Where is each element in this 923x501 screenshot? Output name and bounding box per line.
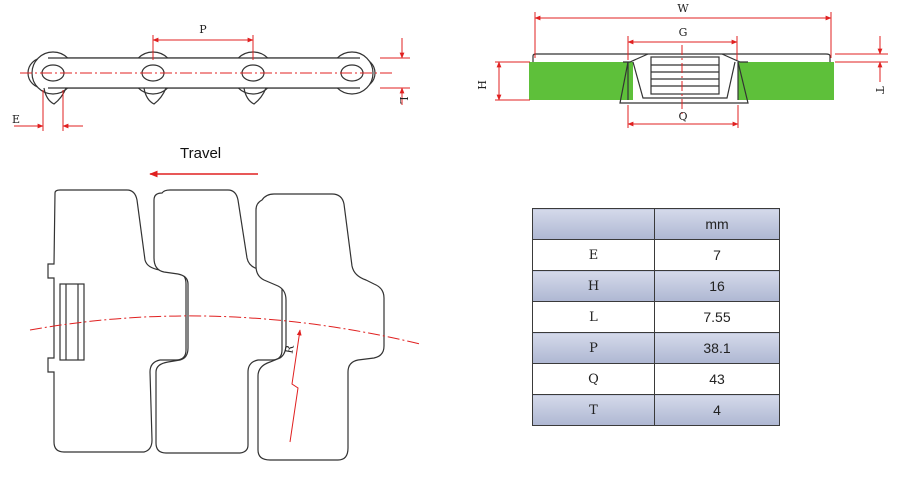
label-l: L bbox=[397, 96, 410, 104]
label-h: H bbox=[476, 80, 489, 90]
value-cell: 7.55 bbox=[654, 301, 780, 333]
cross-section bbox=[529, 53, 834, 104]
table-row: E 7 bbox=[532, 239, 780, 271]
table-row: H 16 bbox=[532, 270, 780, 302]
side-view-dimensions bbox=[14, 35, 410, 131]
label-p: P bbox=[199, 23, 207, 36]
table-row: P 38.1 bbox=[532, 332, 780, 364]
param-cell: E bbox=[532, 239, 655, 271]
label-q: Q bbox=[678, 110, 687, 123]
table-header-row: mm bbox=[532, 208, 780, 240]
travel-label: Travel bbox=[180, 145, 221, 162]
param-cell: Q bbox=[532, 363, 655, 395]
value-cell: 7 bbox=[654, 239, 780, 271]
value-cell: 4 bbox=[654, 394, 780, 426]
spec-table: mm E 7 H 16 L 7.55 P 38.1 Q 43 T 4 bbox=[532, 208, 780, 426]
value-cell: 43 bbox=[654, 363, 780, 395]
label-w: W bbox=[677, 2, 689, 15]
label-g: G bbox=[679, 26, 688, 39]
right-plate-green bbox=[738, 62, 834, 100]
value-cell: 16 bbox=[654, 270, 780, 302]
cross-section-dimensions bbox=[495, 12, 888, 128]
table-row: Q 43 bbox=[532, 363, 780, 395]
table-row: T 4 bbox=[532, 394, 780, 426]
table-row: L 7.55 bbox=[532, 301, 780, 333]
label-t: T bbox=[873, 86, 886, 94]
param-cell: T bbox=[532, 394, 655, 426]
top-view-plates bbox=[47, 189, 385, 461]
param-cell: P bbox=[532, 332, 655, 364]
table-header-unit: mm bbox=[654, 208, 780, 240]
param-cell: H bbox=[532, 270, 655, 302]
param-cell: L bbox=[532, 301, 655, 333]
top-view-dimensions bbox=[29, 315, 421, 443]
table-header-param bbox=[532, 208, 655, 240]
side-view bbox=[27, 51, 376, 105]
value-cell: 38.1 bbox=[654, 332, 780, 364]
label-e: E bbox=[12, 113, 20, 126]
left-plate-green bbox=[529, 62, 633, 100]
label-r: R bbox=[282, 343, 296, 354]
